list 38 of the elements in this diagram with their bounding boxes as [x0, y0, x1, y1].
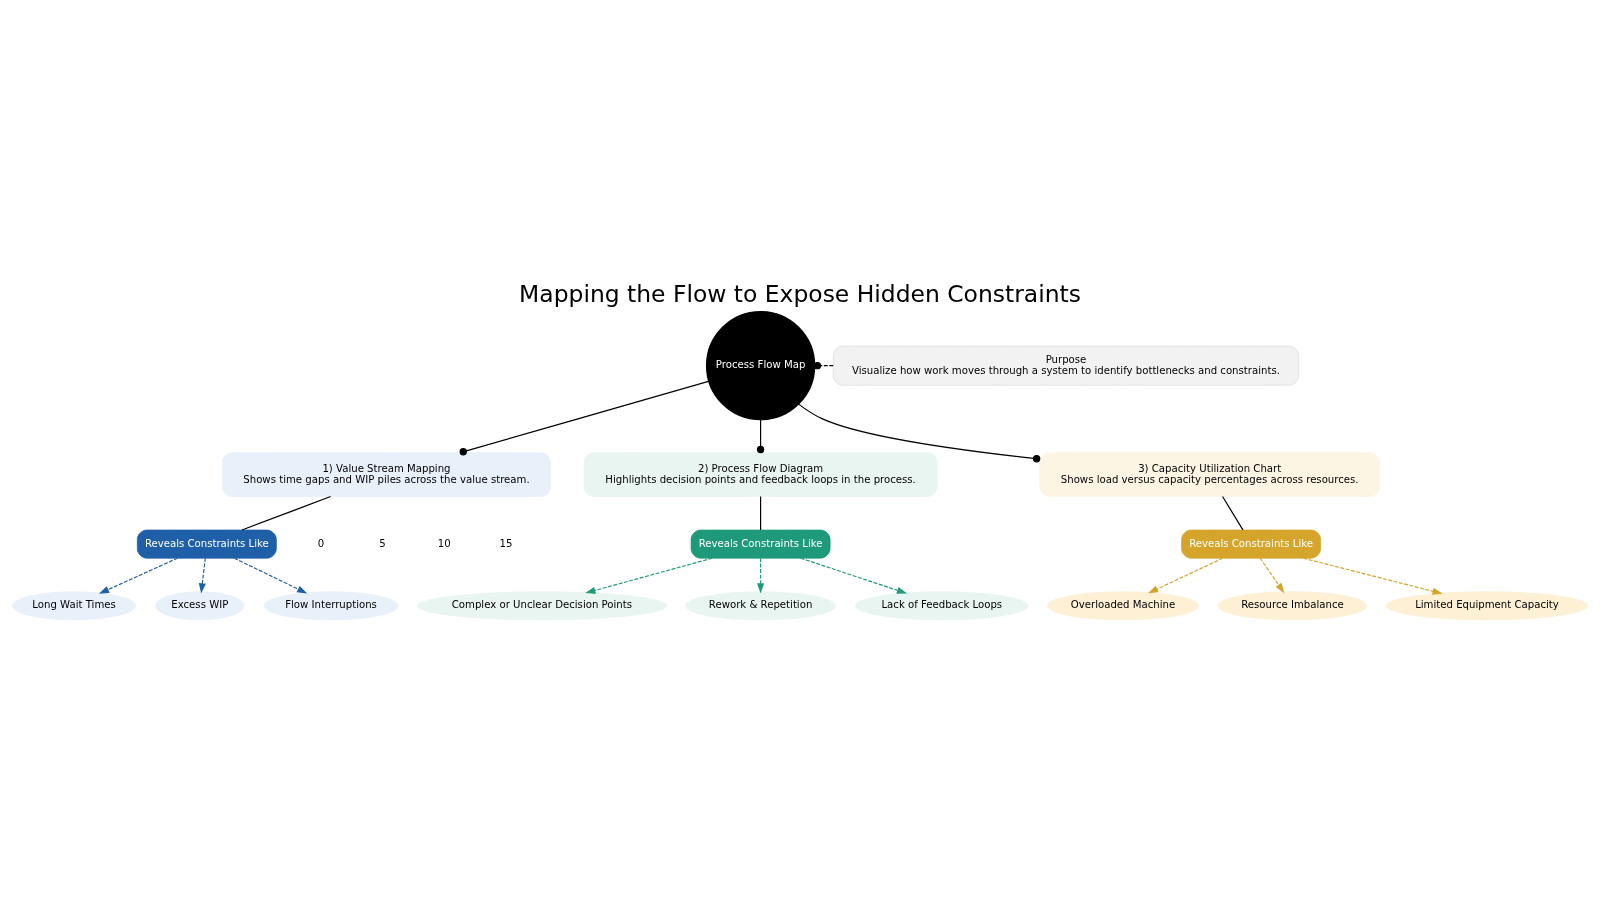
connector	[756, 418, 765, 454]
arrow	[757, 557, 765, 594]
connector	[241, 495, 332, 531]
connector	[813, 361, 834, 370]
arrow	[1259, 557, 1285, 594]
connector	[797, 403, 1041, 463]
node-circle: Process Flow Map	[705, 310, 816, 421]
arrow	[198, 557, 206, 594]
arrow	[233, 557, 308, 594]
node-box: Reveals Constraints Like	[690, 529, 831, 559]
arrow	[800, 557, 908, 594]
connector	[1222, 495, 1244, 531]
diagram-title: Mapping the Flow to Expose Hidden Constraints	[519, 279, 1081, 308]
label: 10	[437, 537, 451, 549]
arrow	[585, 557, 713, 594]
arrow	[1302, 557, 1443, 595]
arrow	[98, 557, 178, 594]
node-ellipse: Overloaded Machine	[1047, 591, 1199, 621]
node-box: Reveals Constraints Like	[1181, 529, 1321, 559]
node-ellipse: Limited Equipment Capacity	[1386, 591, 1588, 621]
node-box: Purpose Visualize how work moves through a system to identify bottlenecks and constraints.	[832, 345, 1300, 386]
node-ellipse: Lack of Feedback Loops	[855, 591, 1029, 621]
node-ellipse: Complex or Unclear Decision Points	[417, 591, 667, 621]
arrow	[1148, 557, 1224, 594]
connector	[459, 380, 710, 456]
node-ellipse: Rework & Repetition	[685, 591, 836, 621]
node-box: 3) Capacity Utilization Chart Shows load versus capacity percentages across resources.	[1039, 452, 1380, 497]
connector	[760, 495, 762, 531]
node-ellipse: Excess WIP	[155, 591, 245, 621]
node-ellipse: Resource Imbalance	[1217, 591, 1368, 621]
node-ellipse: Flow Interruptions	[263, 591, 399, 621]
label: 0	[317, 537, 325, 549]
label: 15	[499, 537, 513, 549]
node-box: Reveals Constraints Like	[136, 529, 277, 559]
node-box: 1) Value Stream Mapping Shows time gaps and WIP piles across the value stream.	[222, 452, 551, 497]
node-box: 2) Process Flow Diagram Highlights decision points and feedback loops in the process.	[583, 452, 938, 497]
label: 5	[379, 537, 386, 549]
node-ellipse: Long Wait Times	[12, 591, 137, 621]
